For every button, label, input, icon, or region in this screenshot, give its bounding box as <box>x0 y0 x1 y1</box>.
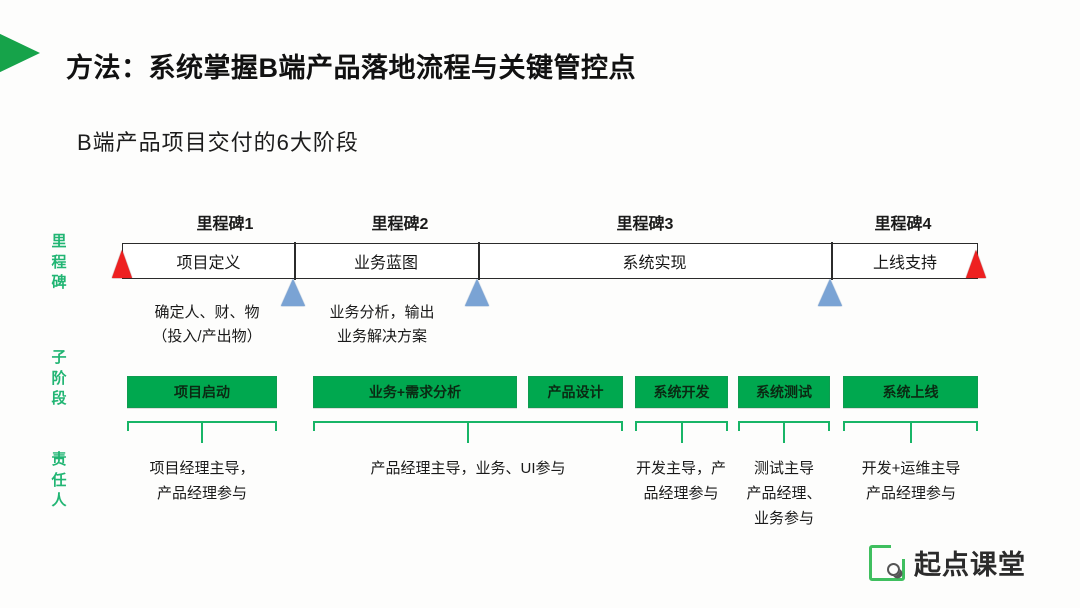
substage-chip-6[interactable]: 系统上线 <box>843 376 978 408</box>
timeline-segment-1[interactable]: 项目定义 <box>176 255 241 272</box>
brand-logo-text: 起点课堂 <box>914 550 1026 580</box>
timeline-divider <box>831 242 833 280</box>
substage-chip-5[interactable]: 系统测试 <box>738 376 830 408</box>
timeline-segment-4[interactable]: 上线支持 <box>872 255 937 272</box>
owner-bracket-2 <box>313 421 623 431</box>
milestone-desc-line: 确定人、财、物 <box>154 304 260 321</box>
page-title: 方法：系统掌握B端产品落地流程与关键管控点 <box>66 53 636 83</box>
owner-bracket-5 <box>843 421 978 431</box>
owner-line: 产品经理、 <box>746 484 822 502</box>
substage-chip-3[interactable]: 产品设计 <box>528 376 623 408</box>
milestone-desc-line: （投入/产出物） <box>152 328 262 346</box>
red-triangle-marker-end <box>966 250 986 278</box>
owner-bracket-1 <box>127 421 277 431</box>
rail-label-substage: 子 阶 段 <box>48 348 70 410</box>
blue-triangle-marker-1 <box>281 279 305 306</box>
milestone-label-1: 里程碑1 <box>196 216 254 233</box>
owner-text-1: 项目经理主导， 产品经理参与 <box>149 457 254 507</box>
blue-triangle-marker-2 <box>465 279 489 306</box>
owner-line: 产品经理参与 <box>865 484 957 502</box>
owner-line: 测试主导 <box>753 460 815 477</box>
milestone-label-2: 里程碑2 <box>371 216 429 233</box>
milestone-desc-line: 业务解决方案 <box>336 328 428 346</box>
milestone-label-3: 里程碑3 <box>616 216 674 233</box>
rail-char: 人 <box>51 492 67 510</box>
substage-chip-1[interactable]: 项目启动 <box>127 376 277 408</box>
owner-text-5: 开发+运维主导 产品经理参与 <box>862 457 961 507</box>
owner-line: 开发+运维主导 <box>861 460 961 477</box>
owner-line: 品经理参与 <box>643 484 719 502</box>
brand-logo: 起点课堂 <box>869 543 1026 582</box>
rail-label-owner: 责 任 人 <box>48 450 70 512</box>
rail-char: 程 <box>51 253 67 271</box>
milestone-desc-2: 业务分析，输出 业务解决方案 <box>329 301 434 350</box>
milestone-desc-line: 业务分析，输出 <box>329 304 435 321</box>
page-subtitle: B端产品项目交付的6大阶段 <box>77 130 359 155</box>
rail-char: 段 <box>51 390 67 408</box>
rail-char: 阶 <box>51 369 67 387</box>
rail-char: 责 <box>51 451 67 468</box>
blue-triangle-marker-3 <box>818 279 842 306</box>
red-triangle-marker-start <box>112 250 132 278</box>
green-triangle-icon <box>0 31 40 75</box>
timeline-segment-3[interactable]: 系统实现 <box>622 255 687 272</box>
timeline-divider <box>294 242 296 280</box>
timeline-bar: 项目定义 业务蓝图 系统实现 上线支持 <box>122 242 978 280</box>
rail-char: 子 <box>51 349 67 366</box>
rail-char: 任 <box>51 471 67 489</box>
substage-chip-2[interactable]: 业务+需求分析 <box>313 376 517 408</box>
substage-chip-4[interactable]: 系统开发 <box>635 376 728 408</box>
owner-text-4: 测试主导 产品经理、 业务参与 <box>746 457 821 532</box>
owner-text-3: 开发主导，产 品经理参与 <box>636 457 726 507</box>
rail-char: 碑 <box>51 274 67 292</box>
owner-line: 开发主导，产 <box>635 460 727 477</box>
owner-text-2: 产品经理主导，业务、UI参与 <box>370 457 565 482</box>
magnifier-square-logo-icon <box>869 543 906 581</box>
owner-line: 产品经理主导，业务、UI参与 <box>370 460 566 477</box>
timeline-segment-2[interactable]: 业务蓝图 <box>353 255 418 272</box>
owner-line: 项目经理主导， <box>149 460 255 477</box>
milestone-desc-1: 确定人、财、物 （投入/产出物） <box>152 301 261 350</box>
timeline-divider <box>478 242 480 280</box>
owner-bracket-4 <box>738 421 830 431</box>
rail-label-milestone: 里 程 碑 <box>48 232 70 294</box>
milestone-label-4: 里程碑4 <box>874 216 932 233</box>
owner-bracket-3 <box>635 421 728 431</box>
owner-line: 业务参与 <box>753 509 815 527</box>
rail-char: 里 <box>51 233 67 250</box>
owner-line: 产品经理参与 <box>156 484 248 502</box>
